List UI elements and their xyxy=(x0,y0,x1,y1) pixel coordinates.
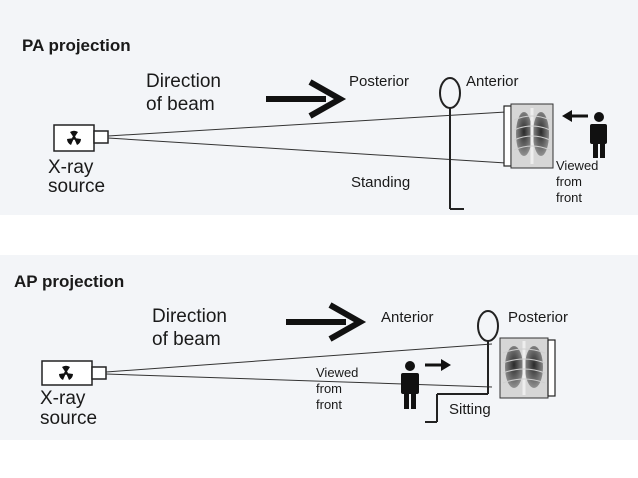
pa-person-icon xyxy=(590,112,607,158)
ap-chest-xray-film-icon xyxy=(499,337,556,399)
pa-anterior-label: Anterior xyxy=(466,73,519,90)
ap-title: AP projection xyxy=(14,272,125,291)
pa-patient-outline xyxy=(439,77,464,210)
ap-source-label-2: source xyxy=(40,408,98,429)
pa-position-label: Standing xyxy=(351,174,411,191)
pa-viewed-label-2: from xyxy=(556,174,582,189)
pa-viewed-label-1: Viewed xyxy=(556,158,599,173)
ap-viewed-label-3: front xyxy=(316,397,343,412)
pa-diagram-graphics xyxy=(53,77,607,210)
pa-direction-label-1: Direction xyxy=(146,71,221,92)
ap-posterior-label: Posterior xyxy=(508,309,569,326)
pa-xray-source-icon xyxy=(53,124,109,152)
pa-viewed-label-3: front xyxy=(556,190,583,205)
ap-viewed-label-2: from xyxy=(316,381,342,396)
pa-title: PA projection xyxy=(22,36,131,55)
ap-source-label-1: X-ray xyxy=(40,388,86,409)
ap-beam-direction-arrow-icon xyxy=(286,302,367,342)
pa-beam-lower-line xyxy=(107,137,507,164)
ap-person-icon xyxy=(401,361,419,409)
ap-viewer-arrow-icon xyxy=(425,359,451,371)
pa-beam-upper-line xyxy=(107,111,507,137)
pa-panel: PA projection Direction of beam Posterio… xyxy=(0,0,638,215)
pa-posterior-label: Posterior xyxy=(349,73,410,90)
ap-anterior-label: Anterior xyxy=(381,309,434,326)
ap-xray-source-icon xyxy=(41,360,107,386)
ap-patient-outline xyxy=(425,310,499,423)
ap-viewed-label-1: Viewed xyxy=(316,365,359,380)
pa-chest-xray-film-icon xyxy=(503,103,554,169)
ap-direction-label-2: of beam xyxy=(152,329,221,350)
pa-beam-direction-arrow-icon xyxy=(266,79,347,119)
ap-direction-label-1: Direction xyxy=(152,306,227,327)
ap-position-label: Sitting xyxy=(449,401,491,418)
ap-diagram-graphics xyxy=(41,302,556,423)
pa-direction-label-2: of beam xyxy=(146,94,215,115)
pa-radiation-icon xyxy=(67,130,81,145)
ap-beam-lower-line xyxy=(105,373,493,388)
ap-radiation-icon xyxy=(59,365,73,380)
pa-source-label-1: X-ray xyxy=(48,157,94,178)
pa-viewer-arrow-icon xyxy=(562,110,588,122)
pa-source-label-2: source xyxy=(48,176,106,197)
ap-panel: AP projection Direction of beam Anterior… xyxy=(0,255,638,440)
ap-beam-upper-line xyxy=(105,343,493,373)
